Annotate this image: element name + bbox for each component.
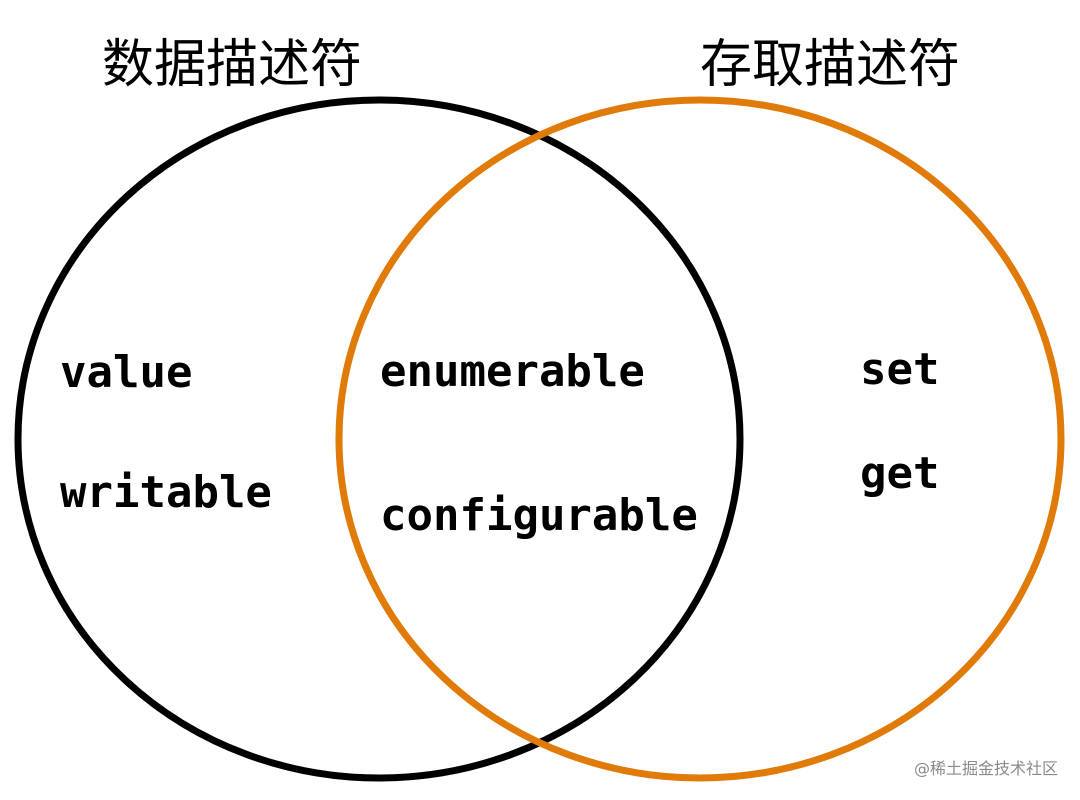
accessor-descriptor-title: 存取描述符 xyxy=(700,35,960,95)
data-descriptor-title: 数据描述符 xyxy=(102,35,362,95)
property-enumerable: enumerable xyxy=(380,346,645,397)
watermark-text: @稀土掘金技术社区 xyxy=(914,759,1058,778)
accessor-descriptor-circle xyxy=(335,96,1065,782)
property-configurable: configurable xyxy=(380,490,698,541)
property-get: get xyxy=(860,448,939,499)
property-value: value xyxy=(60,347,192,398)
property-set: set xyxy=(860,344,939,395)
property-writable: writable xyxy=(60,467,272,518)
data-descriptor-circle xyxy=(14,96,744,782)
